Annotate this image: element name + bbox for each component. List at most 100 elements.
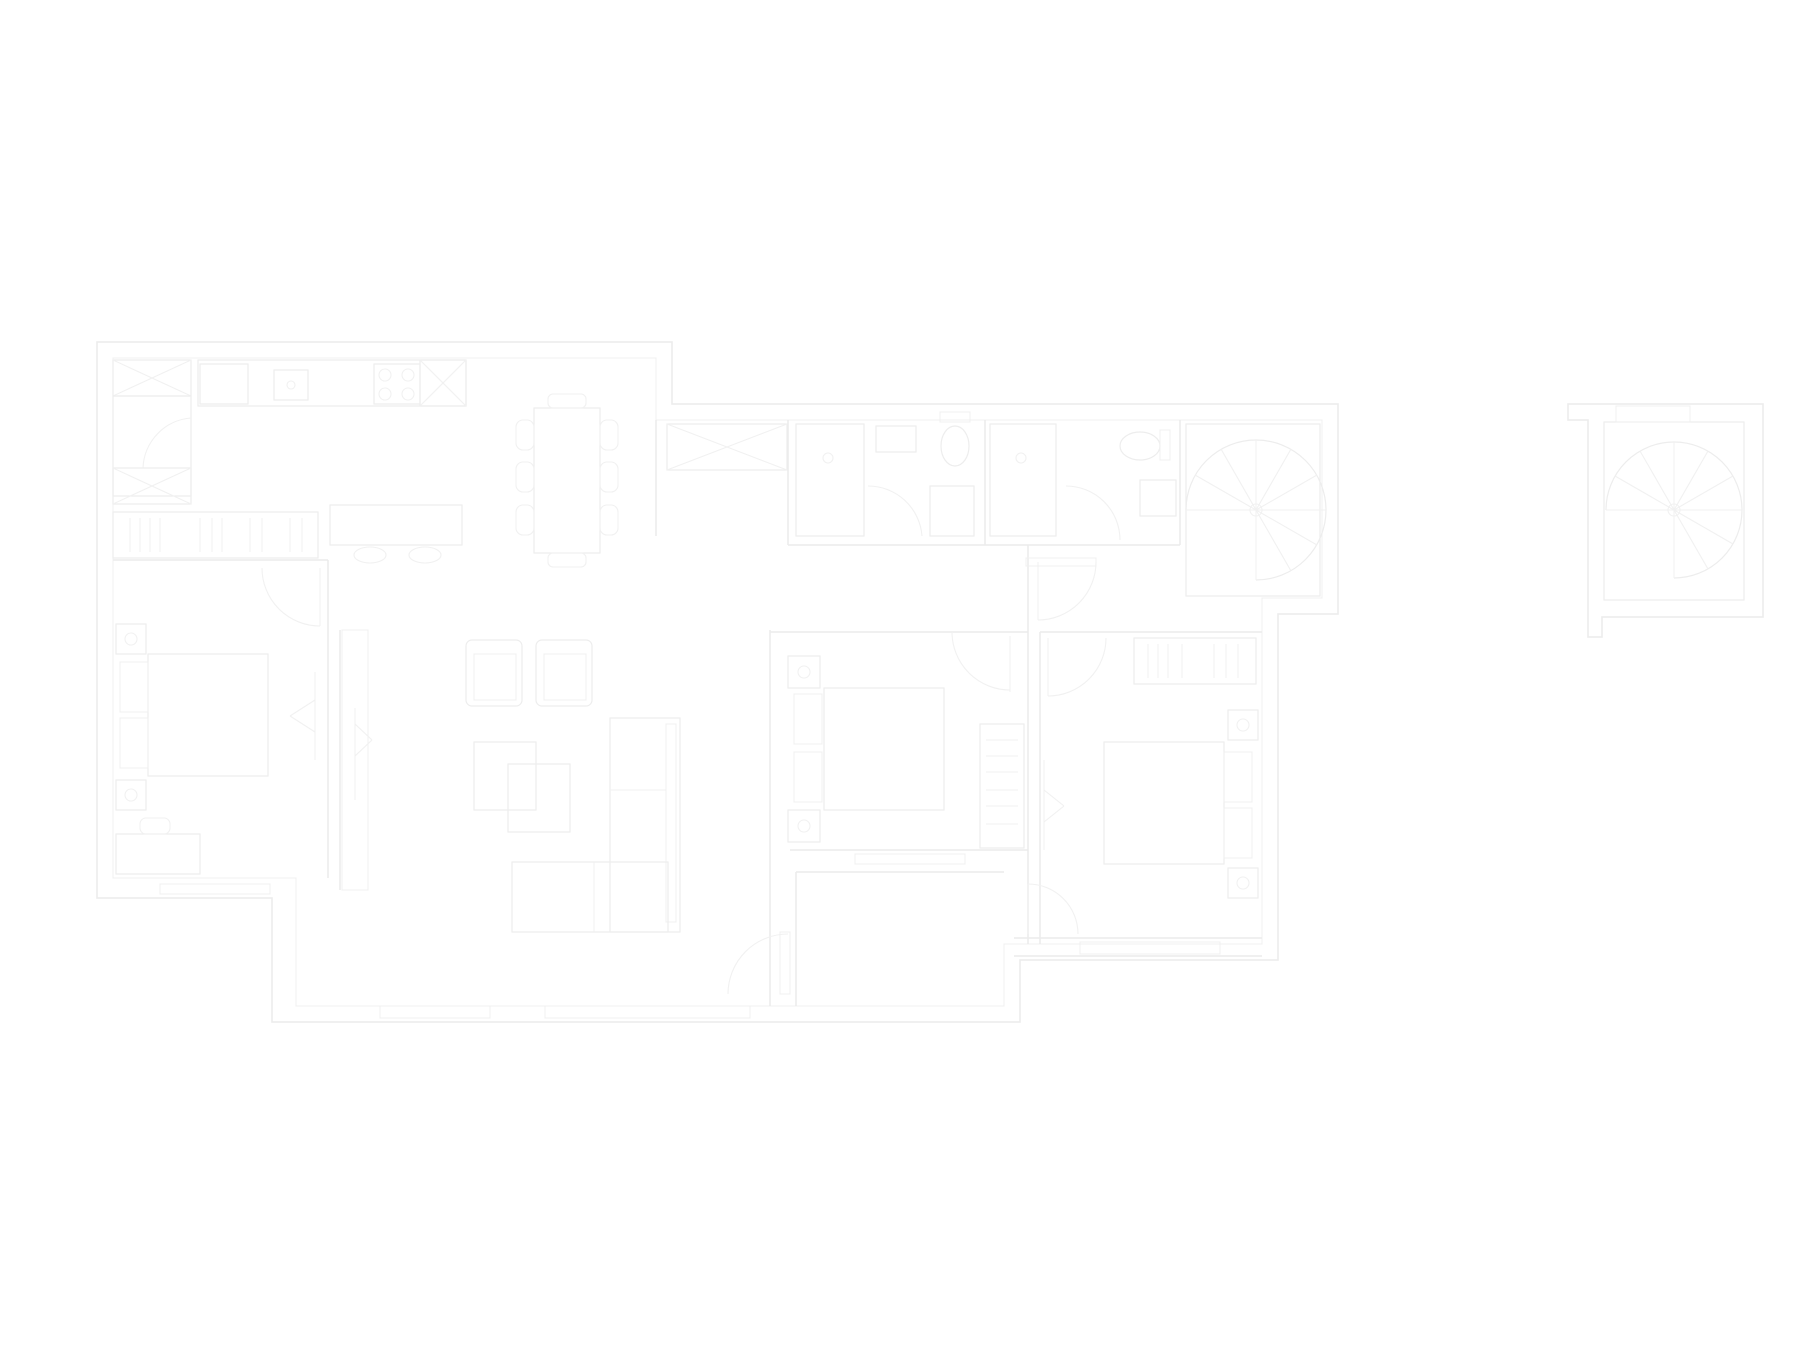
- right-wardrobe-hangers: [1147, 644, 1239, 678]
- window-left-bottom: [159, 883, 271, 895]
- inner-wall-outline: [112, 357, 1323, 1007]
- nightstand-1: [115, 623, 147, 655]
- sink-icon: [875, 425, 917, 453]
- armchair-2-seat: [543, 653, 587, 701]
- middle-bedroom: [787, 631, 1025, 849]
- pillow-2: [119, 717, 149, 769]
- armchair-1-seat: [473, 653, 517, 701]
- corner-cabinet-cross-2: [419, 359, 467, 407]
- door-swing-icon: [951, 631, 1011, 691]
- chair-left-3: [515, 504, 535, 536]
- pillow-6: [1223, 807, 1253, 859]
- counter-top: [197, 359, 467, 407]
- nightstand-5: [1227, 709, 1259, 741]
- sink-drain: [286, 380, 296, 390]
- burner-3: [378, 387, 392, 401]
- chair-top: [547, 393, 587, 409]
- right-bed-sliding-marks: [1043, 760, 1065, 850]
- pillow-1: [119, 661, 149, 713]
- window-bottom-2: [544, 1005, 751, 1019]
- chair-right-2: [599, 461, 619, 493]
- lamp-4: [797, 819, 811, 833]
- right-bedroom: [1027, 637, 1259, 935]
- tall-cabinet-2: [112, 467, 192, 505]
- door-swing-icon: [261, 567, 321, 627]
- outer-wall: [96, 341, 1339, 1023]
- bed-icon: [823, 687, 945, 811]
- armchair-1: [465, 639, 523, 707]
- bathroom-2: [989, 423, 1177, 541]
- desk: [115, 833, 201, 875]
- walls: [96, 341, 1339, 1023]
- entry-door-leaf: [779, 931, 791, 995]
- door-swing-icon: [1065, 485, 1121, 541]
- upper-stair-treads: [1606, 442, 1742, 578]
- upper-level-stair: [1567, 403, 1764, 638]
- lamp-1: [124, 632, 138, 646]
- upper-level-wall: [1567, 403, 1764, 638]
- burner-4: [401, 387, 415, 401]
- lamp-3: [797, 665, 811, 679]
- nightstand-2: [115, 779, 147, 811]
- window-mid-bed: [854, 853, 966, 865]
- pillow-4: [793, 751, 823, 803]
- door-swing-icon: [1047, 637, 1107, 697]
- toilet-tank-2: [1159, 429, 1171, 461]
- left-bedroom: [115, 567, 373, 875]
- door-swing-icon: [1037, 561, 1097, 621]
- desk-chair: [139, 817, 171, 835]
- stair-treads: [1186, 440, 1326, 580]
- shower-2: [989, 423, 1057, 537]
- door-swing-icon: [142, 417, 192, 469]
- stair-arc: [1185, 439, 1327, 581]
- corridor-storage: [666, 423, 788, 471]
- lamp-5: [1236, 718, 1250, 732]
- wardrobe-icon: [112, 511, 319, 559]
- living: [465, 639, 791, 995]
- stool-2: [408, 546, 442, 564]
- nightstand-4: [787, 809, 821, 843]
- dishwasher: [199, 363, 249, 405]
- corridor-storage-cross-2: [666, 423, 788, 471]
- shower-1: [795, 423, 865, 537]
- nightstand-3: [787, 655, 821, 689]
- sofa-icon: [609, 717, 681, 933]
- bath-cabinet-1: [929, 485, 975, 537]
- spiral-stair-icon: [1185, 423, 1327, 597]
- nightstand-6: [1227, 867, 1259, 899]
- armchair-2: [535, 639, 593, 707]
- chair-left-2: [515, 461, 535, 493]
- fridge: [112, 395, 192, 497]
- door-swing-icon: [867, 485, 923, 537]
- window-right-bed: [1079, 941, 1221, 955]
- pillow-3: [793, 693, 823, 745]
- sink-icon: [1139, 479, 1177, 517]
- shower-drain-1: [822, 452, 834, 464]
- door-swing-icon: [1027, 883, 1079, 935]
- corner-cabinet: [419, 359, 467, 407]
- bed-icon: [147, 653, 269, 777]
- spiral-stair-icon: [1605, 441, 1743, 579]
- sofa-chaise: [511, 861, 669, 933]
- chair-right-1: [599, 419, 619, 451]
- hall-doors: [1025, 557, 1097, 621]
- pillow-5: [1223, 751, 1253, 803]
- kitchen-island: [329, 504, 463, 546]
- sliding-panel-left: [341, 629, 369, 891]
- toilet-icon: [940, 425, 970, 467]
- bed-icon: [1103, 741, 1225, 865]
- bathroom-1: [795, 411, 975, 537]
- shower-drain-2: [1015, 452, 1027, 464]
- dining-table-icon: [533, 407, 601, 554]
- sink-icon: [273, 369, 309, 401]
- burner-2: [401, 368, 415, 382]
- kitchen: [112, 359, 467, 564]
- chair-left-1: [515, 419, 535, 451]
- sliding-door-marks: [289, 672, 373, 800]
- tall-cabinet-1-cross-2: [112, 359, 192, 397]
- coffee-table-2: [507, 763, 571, 833]
- door-swing-icon: [727, 933, 789, 995]
- chair-bottom: [547, 552, 587, 568]
- hall-door-frame: [1025, 557, 1097, 567]
